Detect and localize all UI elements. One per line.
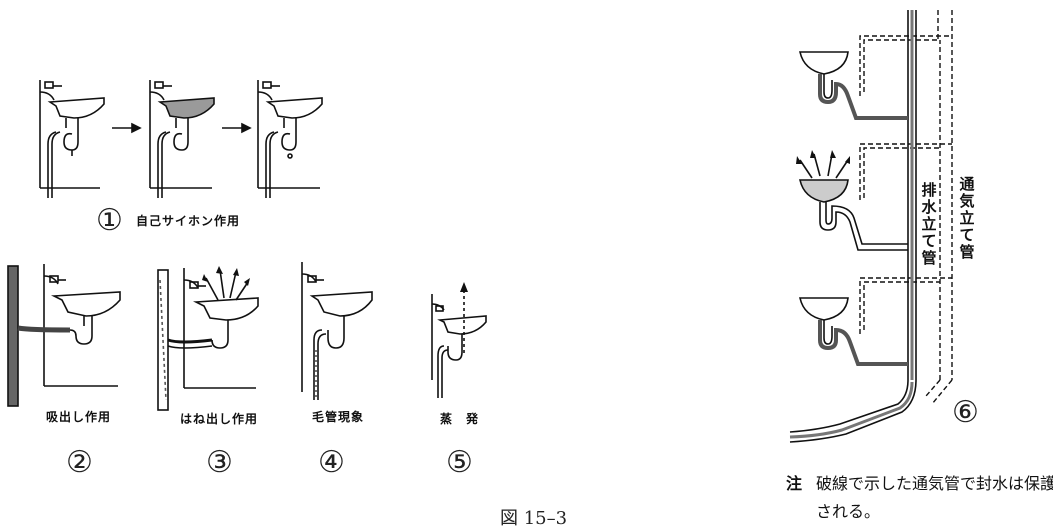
panel-caption-2: 吸出し作用	[46, 410, 112, 424]
drain-stack-label: 排水立て管	[921, 181, 937, 267]
panel-number-2: ②	[66, 445, 93, 480]
note-line-2: される。	[816, 502, 881, 521]
panel-number-6: ⑥	[952, 395, 979, 430]
panel-caption-1: 自己サイホン作用	[136, 214, 241, 228]
panel-number-4: ④	[318, 445, 345, 480]
note-line-1: 破線で示した通気管で封水は保護	[816, 474, 1053, 493]
panel-caption-5: 蒸 発	[440, 412, 480, 426]
note-prefix: 注	[786, 474, 803, 493]
vent-stack-label: 通気立て管	[959, 175, 975, 261]
panel-number-3: ③	[206, 445, 233, 480]
panel-number-1: ①	[96, 203, 123, 238]
panel-caption-3: はね出し作用	[180, 412, 259, 426]
panel-number-5: ⑤	[446, 445, 473, 480]
panel-caption-4: 毛管現象	[312, 410, 365, 424]
